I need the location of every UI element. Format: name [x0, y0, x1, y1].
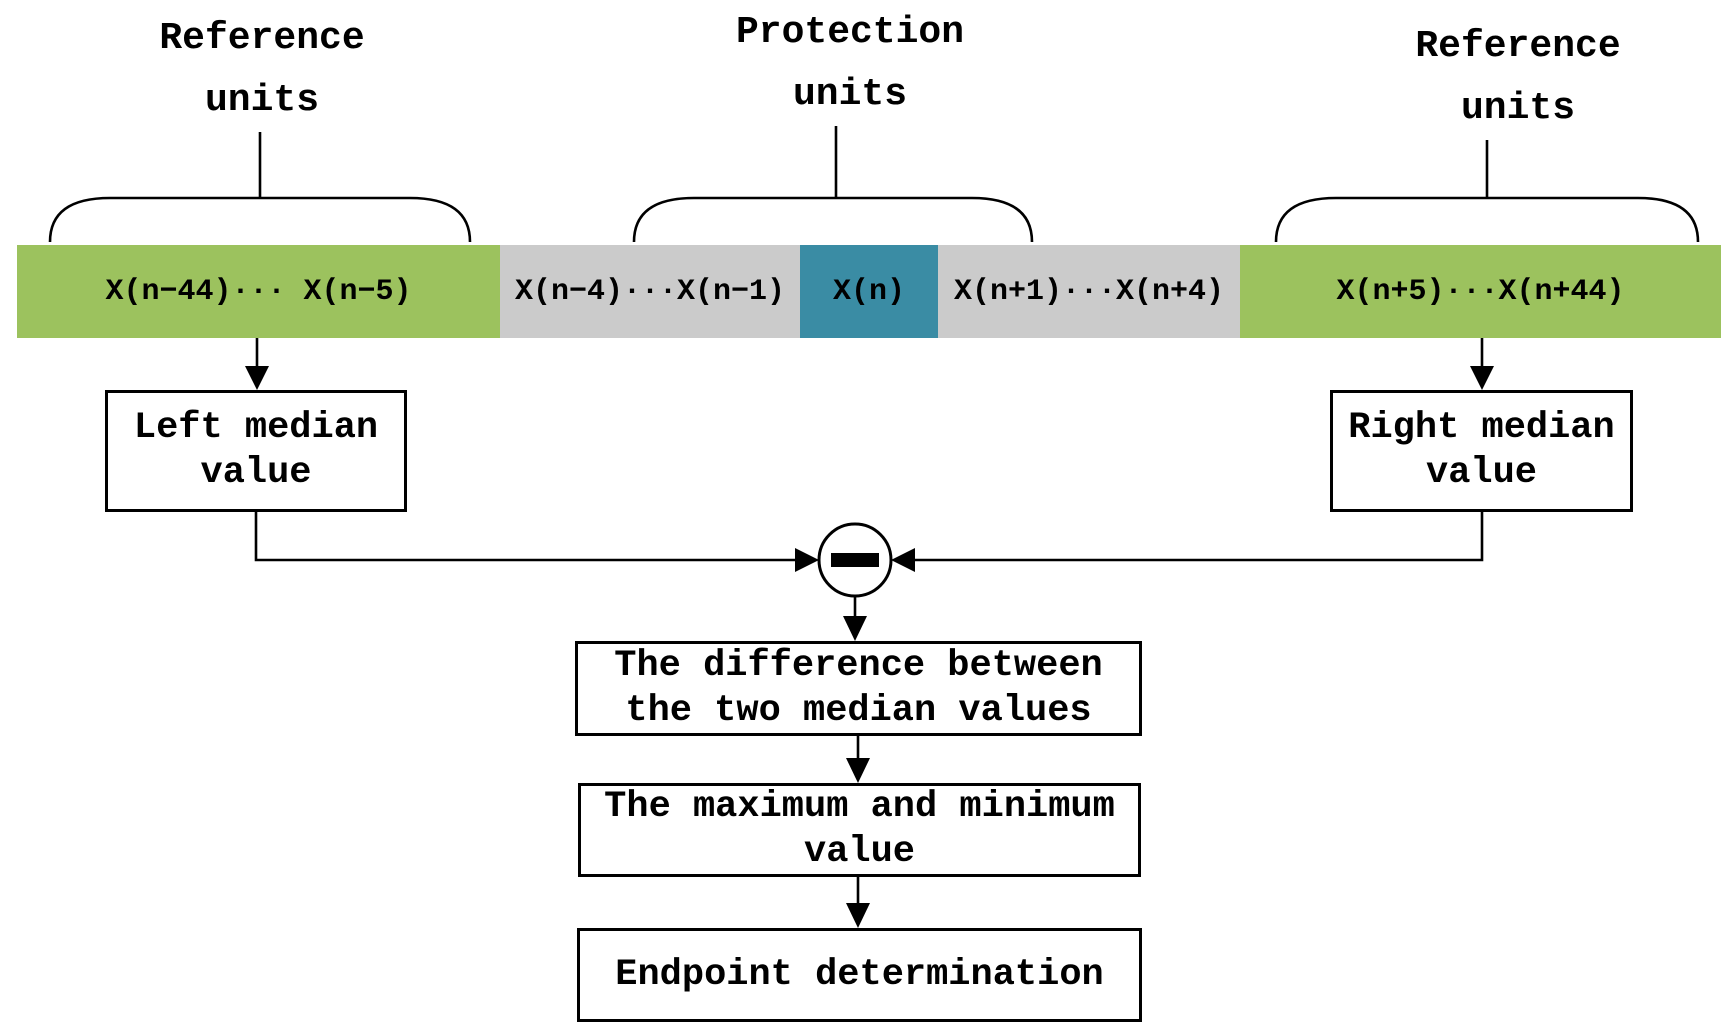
right-median-connector [914, 512, 1484, 562]
box-text-line: the two median values [625, 689, 1092, 732]
right-median-value-box: Right median value [1330, 390, 1633, 512]
box-text-line: value [803, 831, 916, 873]
right-connector-arrowhead [891, 548, 915, 572]
difference-box: The difference between the two median va… [575, 641, 1142, 736]
center-brace [632, 196, 1034, 243]
box-text-line: The maximum and minimum [604, 786, 1115, 828]
label-left-reference-units: Reference units [159, 8, 364, 132]
box-text-line: value [200, 452, 312, 494]
left-brace [48, 196, 472, 243]
endpoint-determination-box: Endpoint determination [577, 928, 1142, 1022]
box-text-line: Endpoint determination [615, 953, 1104, 996]
maxmin-to-endpoint-arrowhead [846, 903, 870, 928]
box-text-line: Left median [133, 407, 379, 449]
bar-segment-current-unit: X(n) [800, 245, 938, 338]
label-line: units [204, 79, 320, 122]
circle-to-difference-arrowhead [843, 616, 867, 641]
minus-icon [831, 553, 879, 567]
label-protection-units: Protection units [736, 2, 964, 126]
difference-to-maxmin-arrowhead [846, 758, 870, 783]
label-line: Protection [735, 11, 965, 54]
box-text-line: The difference between [614, 644, 1103, 687]
label-line: units [1460, 87, 1576, 130]
left-median-connector [254, 512, 796, 562]
label-line: Reference [1415, 25, 1621, 68]
right-bar-arrowhead [1470, 366, 1494, 390]
box-text-line: Right median [1348, 407, 1615, 449]
label-line: Reference [159, 17, 365, 60]
bar-segment-left-protection: X(n−4)···X(n−1) [500, 245, 800, 338]
left-median-value-box: Left median value [105, 390, 407, 512]
max-min-value-box: The maximum and minimum value [578, 783, 1141, 877]
left-bar-arrowhead [245, 366, 269, 390]
label-line: units [792, 73, 908, 116]
bar-segment-right-protection: X(n+1)···X(n+4) [938, 245, 1240, 338]
label-right-reference-units: Reference units [1415, 16, 1620, 140]
box-text-line: value [1425, 452, 1538, 494]
left-connector-arrowhead [795, 548, 819, 572]
bar-segment-right-reference: X(n+5)···X(n+44) [1240, 245, 1721, 338]
right-brace [1274, 196, 1700, 243]
bar-segment-left-reference: X(n−44)··· X(n−5) [17, 245, 500, 338]
